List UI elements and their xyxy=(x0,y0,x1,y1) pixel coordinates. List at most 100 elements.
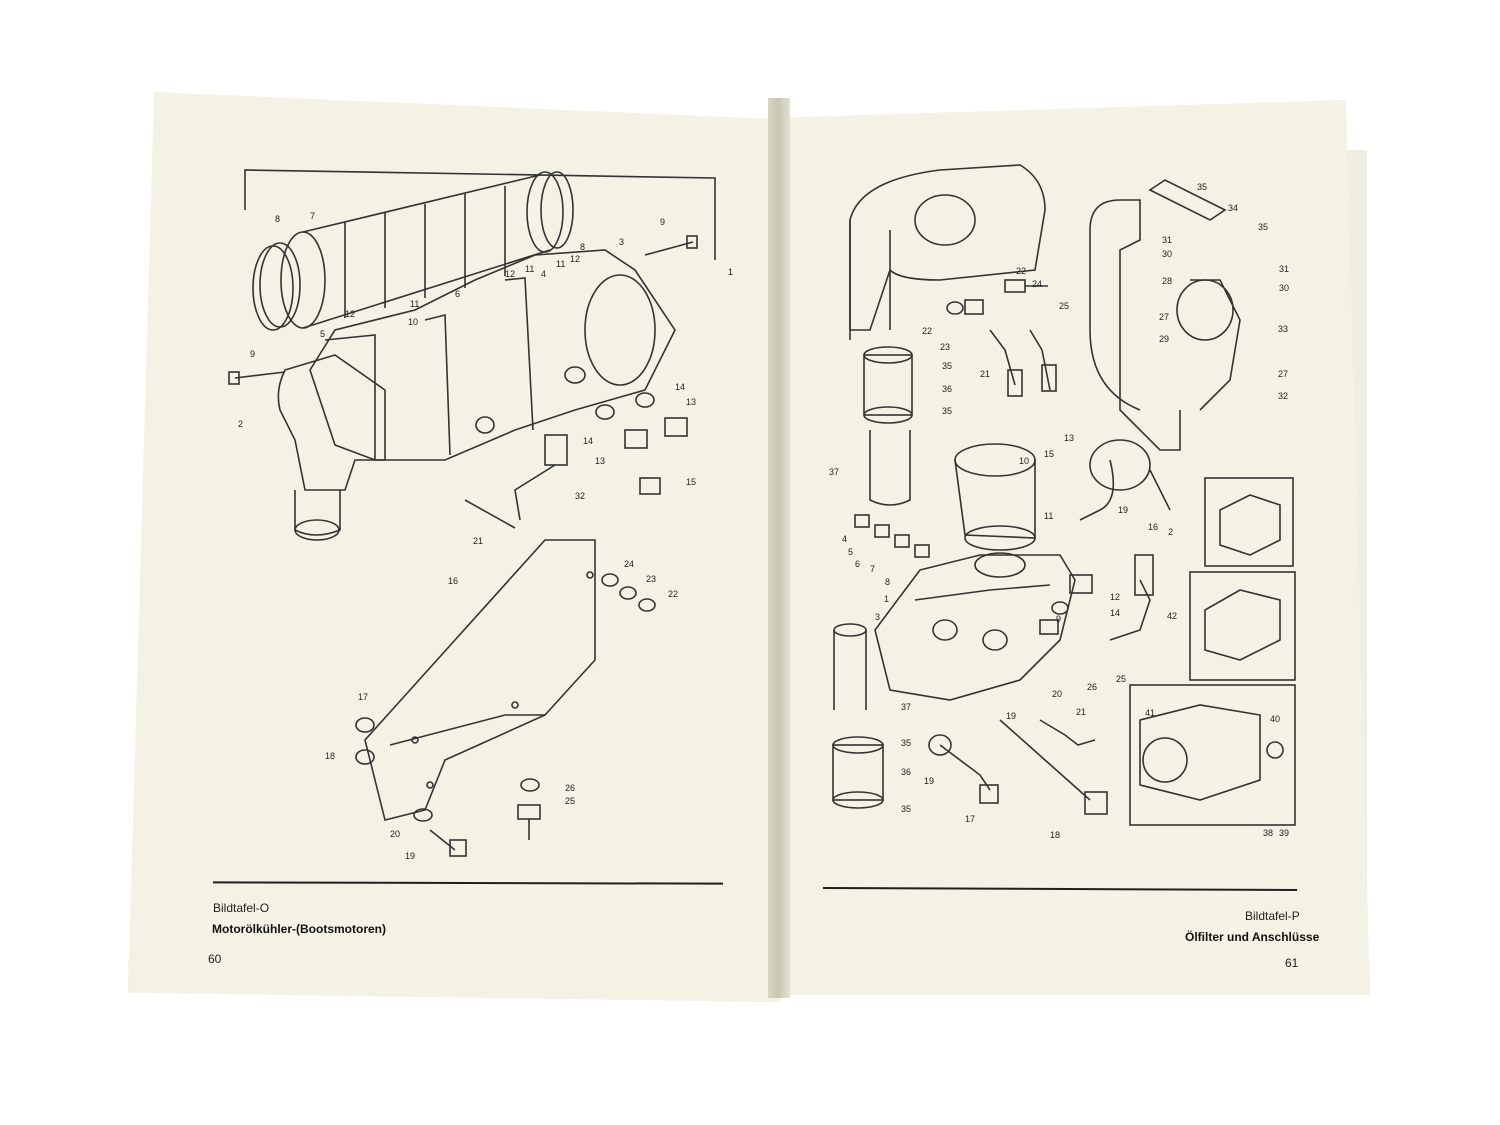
callout: 33 xyxy=(1278,324,1289,334)
callout: 25 xyxy=(1116,674,1127,684)
callout: 17 xyxy=(358,692,369,702)
callout: 15 xyxy=(686,477,697,487)
callout: 22 xyxy=(1016,266,1027,276)
callout: 19 xyxy=(1006,711,1017,721)
callout: 27 xyxy=(1159,312,1170,322)
callout: 13 xyxy=(686,397,697,407)
callout: 37 xyxy=(901,702,912,712)
callout: 30 xyxy=(1162,249,1173,259)
oil-cooler-exploded-diagram xyxy=(228,169,716,857)
callout: 27 xyxy=(1278,369,1289,379)
callout: 14 xyxy=(675,382,686,392)
left-page-number: 60 xyxy=(208,952,222,966)
callout: 3 xyxy=(619,237,625,247)
left-page xyxy=(128,92,780,1002)
callout: 19 xyxy=(924,776,935,786)
callout: 16 xyxy=(448,576,459,586)
callout: 13 xyxy=(595,456,606,466)
callout: 7 xyxy=(310,211,316,221)
callout: 37 xyxy=(829,467,840,477)
callout: 35 xyxy=(942,406,953,416)
callout: 36 xyxy=(901,767,912,777)
callout: 10 xyxy=(408,317,419,327)
callout: 18 xyxy=(1050,830,1061,840)
callout: 9 xyxy=(660,217,666,227)
callout: 1 xyxy=(884,594,890,604)
callout: 8 xyxy=(275,214,281,224)
callout: 42 xyxy=(1167,611,1178,621)
callout: 6 xyxy=(455,289,461,299)
callout: 11 xyxy=(525,264,535,274)
left-plate-label: Bildtafel-O xyxy=(213,901,270,915)
callout: 4 xyxy=(541,269,547,279)
callout: 2 xyxy=(238,419,244,429)
callout: 11 xyxy=(556,259,566,269)
callout: 35 xyxy=(1258,222,1269,232)
callout: 34 xyxy=(1228,203,1239,213)
callout: 21 xyxy=(1076,707,1087,717)
callout: 12 xyxy=(345,309,356,319)
callout: 1 xyxy=(728,267,734,277)
callout: 35 xyxy=(901,738,912,748)
callout: 12 xyxy=(570,254,581,264)
callout: 5 xyxy=(320,329,326,339)
oil-filter-exploded-diagram xyxy=(832,164,1296,826)
callout: 35 xyxy=(1197,182,1208,192)
callout: 6 xyxy=(855,559,861,569)
callout: 14 xyxy=(583,436,594,446)
callout: 19 xyxy=(1118,505,1129,515)
callout: 19 xyxy=(405,851,416,861)
callout: 24 xyxy=(624,559,635,569)
callout: 17 xyxy=(965,814,976,824)
callout: 23 xyxy=(940,342,951,352)
callout: 21 xyxy=(473,536,484,546)
callout: 18 xyxy=(325,751,336,761)
callout: 16 xyxy=(1148,522,1159,532)
callout: 20 xyxy=(1052,689,1063,699)
callout: 24 xyxy=(1032,279,1043,289)
callout: 30 xyxy=(1279,283,1290,293)
callout: 28 xyxy=(1162,276,1173,286)
callout: 23 xyxy=(646,574,657,584)
callout: 4 xyxy=(842,534,848,544)
right-plate-label: Bildtafel-P xyxy=(1245,909,1300,923)
callout: 32 xyxy=(575,491,586,501)
callout: 39 xyxy=(1279,828,1290,838)
callout: 21 xyxy=(980,369,991,379)
callout: 40 xyxy=(1270,714,1281,724)
callout: 22 xyxy=(922,326,933,336)
callout: 25 xyxy=(1059,301,1070,311)
callout: 13 xyxy=(1064,433,1075,443)
right-page xyxy=(770,100,1370,995)
right-page-number: 61 xyxy=(1285,956,1299,970)
left-plate-title: Motorölkühler-(Bootsmotoren) xyxy=(212,922,386,936)
callout: 35 xyxy=(901,804,912,814)
callout: 22 xyxy=(668,589,679,599)
callout: 35 xyxy=(942,361,953,371)
callout: 31 xyxy=(1279,264,1290,274)
callout: 26 xyxy=(565,783,576,793)
callout: 14 xyxy=(1110,608,1121,618)
callout: 36 xyxy=(942,384,953,394)
callout: 31 xyxy=(1162,235,1173,245)
callout: 25 xyxy=(565,796,576,806)
callout: 32 xyxy=(1278,391,1289,401)
callout: 8 xyxy=(885,577,891,587)
callout: 3 xyxy=(875,612,881,622)
callout: 11 xyxy=(1044,511,1054,521)
book-gutter xyxy=(768,98,790,998)
callout: 26 xyxy=(1087,682,1098,692)
callout: 41 xyxy=(1145,708,1156,718)
callout: 7 xyxy=(870,564,876,574)
callout: 9 xyxy=(1056,614,1062,624)
callout: 10 xyxy=(1019,456,1030,466)
callout: 5 xyxy=(848,547,854,557)
callout: 12 xyxy=(1110,592,1121,602)
callout: 8 xyxy=(580,242,586,252)
right-plate-title: Ölfilter und Anschlüsse xyxy=(1185,930,1320,944)
callout: 38 xyxy=(1263,828,1274,838)
callout: 2 xyxy=(1168,527,1174,537)
callout: 29 xyxy=(1159,334,1170,344)
callout: 9 xyxy=(250,349,256,359)
